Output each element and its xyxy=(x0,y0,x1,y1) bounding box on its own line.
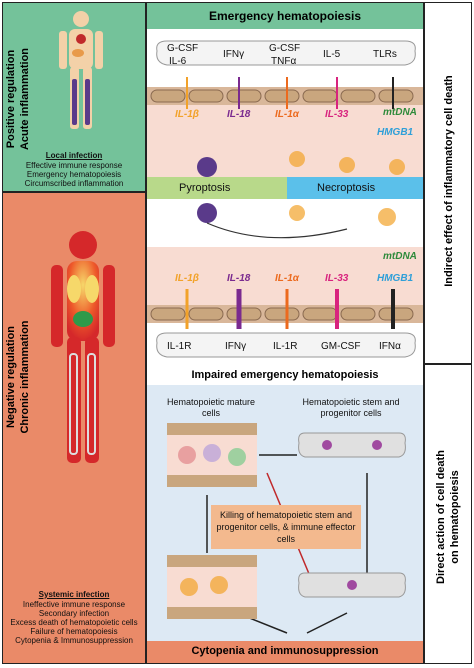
cytokine-hmgb1-bottom: HMGB1 xyxy=(377,273,414,284)
bottom-arrows xyxy=(185,289,395,329)
factor-il1r: IL-1R xyxy=(167,341,192,352)
stem-cells-label: Hematopoietic stem and progenitor cells xyxy=(302,397,400,418)
factor-gmcsf: GM-CSF xyxy=(321,341,361,352)
systemic-infection-item: Secondary infection xyxy=(38,609,110,618)
factor-il1r-2: IL-1R xyxy=(273,341,298,352)
damaged-bone xyxy=(298,572,406,598)
cytokine-mtdna: mtDNA xyxy=(383,107,417,118)
killing-text: Killing of hematopoietic stem and progen… xyxy=(216,510,356,544)
bone-bottom xyxy=(156,332,416,358)
factor-tnfa: TNFα xyxy=(271,56,297,67)
vessel-bottom xyxy=(147,247,423,323)
systemic-infection-item: Cytopenia & Immunosuppression xyxy=(15,636,133,645)
cytokine-il18: IL-18 xyxy=(227,109,251,120)
cytokine-il18-bottom: IL-18 xyxy=(227,273,251,284)
human-body-bottom-figure xyxy=(51,231,115,463)
factor-il5: IL-5 xyxy=(323,49,341,60)
factor-gcsf: G-CSF xyxy=(167,43,199,54)
local-infection-item: Circumscribed inflammation xyxy=(24,179,124,188)
necroptosis-label: Necroptosis xyxy=(317,182,376,194)
local-infection-item: Emergency hematopoiesis xyxy=(26,170,122,179)
vessel-top xyxy=(147,87,423,177)
mature-cells-vessel xyxy=(167,423,257,487)
middle-cells xyxy=(197,203,396,239)
killing-box xyxy=(211,505,361,549)
pyroptotic-cell-icon xyxy=(197,157,217,177)
systemic-infection-item: Ineffective immune response xyxy=(22,600,126,609)
cytokine-mtdna-bottom: mtDNA xyxy=(383,251,417,262)
top-arrows xyxy=(186,77,405,177)
indirect-effect-label: Indirect effect of inflammatory cell dea… xyxy=(443,75,455,287)
factor-ifna: IFNα xyxy=(379,341,401,352)
emergency-hematopoiesis-band xyxy=(147,3,423,29)
pyroptosis-band xyxy=(147,177,287,199)
systemic-infection-heading: Systemic infection xyxy=(38,590,110,599)
factor-tlrs: TLRs xyxy=(373,49,397,60)
cytokine-il33: IL-33 xyxy=(325,109,349,120)
cytopenia-band xyxy=(147,641,423,663)
cytokine-hmgb1: HMGB1 xyxy=(377,127,414,138)
stem-cells-bone xyxy=(298,432,406,458)
impaired-title-overlay: Impaired emergency hematopoiesis xyxy=(191,369,379,381)
cytokine-il1b-bottom: IL-1β xyxy=(175,273,199,284)
right-top-panel: Indirect effect of inflammatory cell dea… xyxy=(424,2,472,364)
cytokine-il1b: IL-1β xyxy=(175,109,199,120)
cytokine-il33-bottom: IL-33 xyxy=(325,273,349,284)
necroptosis-band xyxy=(287,177,423,199)
systemic-infection-item: Excess death of hematopoietic cells xyxy=(10,618,138,627)
cytopenia-vessel xyxy=(167,555,257,619)
human-body-top-figure xyxy=(59,11,103,129)
mature-cells-label: Hematopoietic mature cells xyxy=(166,397,256,418)
cytokine-il1a: IL-1α xyxy=(275,109,299,120)
center-panel: Emergency hematopoiesis G-CSF IL-6 IFNγ … xyxy=(146,2,424,664)
bone-top xyxy=(156,40,416,66)
cytokine-il1a-bottom: IL-1α xyxy=(275,273,299,284)
factor-il6: IL-6 xyxy=(169,56,187,67)
factor-gcsf-2: G-CSF xyxy=(269,43,301,54)
emergency-hematopoiesis-title: Emergency hematopoiesis xyxy=(208,9,362,23)
local-infection-heading: Local infection xyxy=(45,151,103,160)
factor-ifng: IFNγ xyxy=(223,49,245,60)
local-infection-item: Effective immune response xyxy=(25,161,123,170)
cytopenia-title: Cytopenia and immunosuppression xyxy=(191,645,379,657)
pyroptosis-label: Pyroptosis xyxy=(179,182,231,194)
systemic-infection-item: Failure of hematopoiesis xyxy=(30,627,118,636)
factor-ifng-bottom: IFNγ xyxy=(225,341,247,352)
